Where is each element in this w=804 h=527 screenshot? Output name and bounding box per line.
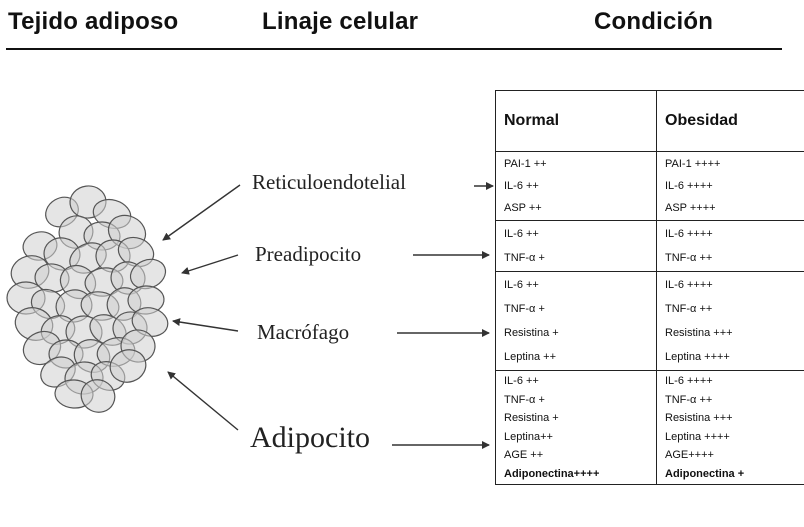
- adipose-cell-cluster: [6, 185, 169, 413]
- cell-normal: IL-6 ++ TNF-α +: [495, 220, 657, 272]
- header-tejido-adiposo: Tejido adiposo: [8, 8, 179, 35]
- table-header-row: Normal Obesidad: [495, 90, 804, 152]
- adipose-cell: [80, 379, 116, 413]
- marker-entry: TNF-α ++: [665, 252, 713, 264]
- marker-entry: Leptina ++++: [665, 430, 730, 443]
- marker-entry: IL-6 ++++: [665, 375, 713, 387]
- marker-entry: TNF-α ++: [665, 303, 713, 315]
- marker-entry: Leptina++: [504, 430, 553, 443]
- cell-obesidad: PAI-1 ++++ IL-6 ++++ ASP ++++: [656, 151, 804, 221]
- header-condicion: Condición: [594, 8, 714, 35]
- marker-entry: IL-6 ++: [504, 228, 539, 240]
- marker-entry: IL-6 ++++: [665, 279, 713, 291]
- lineage-reticuloendotelial: Reticuloendotelial: [252, 170, 406, 194]
- marker-entry: AGE ++: [504, 449, 544, 461]
- marker-entry: TNF-α ++: [665, 393, 713, 406]
- marker-entry: Resistina +++: [665, 412, 733, 424]
- header-underline: [6, 48, 782, 50]
- marker-entry: IL-6 ++: [504, 180, 539, 192]
- marker-entry: Resistina +++: [665, 327, 733, 339]
- header-linaje-celular: Linaje celular: [262, 8, 419, 35]
- marker-entry: Resistina +: [504, 412, 559, 424]
- arrow-pread-to-tissue: [181, 254, 239, 275]
- lineage-adipocito: Adipocito: [250, 421, 370, 454]
- marker-entry: AGE++++: [665, 449, 714, 461]
- arrow-reticulo-to-tissue: [162, 184, 241, 241]
- marker-entry: PAI-1 ++: [504, 158, 547, 170]
- header-normal: Normal: [495, 90, 657, 152]
- table-row: PAI-1 ++ IL-6 ++ ASP ++ PAI-1 ++++ IL-6 ++++…: [495, 151, 804, 221]
- cell-normal: IL-6 ++ TNF-α + Resistina + Leptina++ AGE ++…: [495, 370, 657, 485]
- marker-entry: IL-6 ++++: [665, 228, 713, 240]
- marker-entry: ASP ++++: [665, 202, 716, 214]
- table-row: IL-6 ++ TNF-α + IL-6 ++++ TNF-α ++: [495, 220, 804, 272]
- cell-normal: IL-6 ++ TNF-α + Resistina + Leptina ++: [495, 271, 657, 371]
- marker-entry: TNF-α +: [504, 303, 545, 315]
- marker-entry: TNF-α +: [504, 393, 545, 406]
- marker-entry: IL-6 ++: [504, 375, 539, 387]
- cell-normal: PAI-1 ++ IL-6 ++ ASP ++: [495, 151, 657, 221]
- lineage-macrofago: Macrófago: [257, 320, 350, 344]
- marker-entry: Resistina +: [504, 327, 559, 339]
- marker-entry: Adiponectina +: [665, 467, 745, 480]
- condition-table: Normal Obesidad PAI-1 ++IL-6 ++ASP ++PAI…: [495, 90, 804, 485]
- cell-obesidad: IL-6 ++++ TNF-α ++ Resistina +++ Leptina ++…: [656, 271, 804, 371]
- lineage-preadipocito: Preadipocito: [255, 242, 362, 266]
- marker-entry: IL-6 ++++: [665, 180, 713, 192]
- marker-entry: TNF-α +: [504, 252, 545, 264]
- cell-obesidad: IL-6 ++++ TNF-α ++ Resistina +++ Leptina ++…: [656, 370, 804, 485]
- arrow-macro-to-tissue: [172, 318, 239, 332]
- header-obesidad: Obesidad: [656, 90, 804, 152]
- marker-entry: PAI-1 ++++: [665, 158, 721, 170]
- cell-obesidad: IL-6 ++++ TNF-α ++: [656, 220, 804, 272]
- marker-entry: IL-6 ++: [504, 279, 539, 291]
- marker-entry: Adiponectina++++: [504, 467, 600, 480]
- table-row: IL-6 ++ TNF-α + Resistina + Leptina++ AGE ++…: [495, 370, 804, 485]
- marker-entry: ASP ++: [504, 202, 542, 214]
- adipose-cell: [109, 349, 147, 383]
- marker-entry: Leptina ++: [504, 351, 556, 363]
- arrow-adipo-to-tissue: [167, 371, 239, 431]
- table-row: IL-6 ++TNF-α +Resistina +Leptina ++IL-6 …: [495, 271, 804, 371]
- marker-entry: Leptina ++++: [665, 351, 730, 363]
